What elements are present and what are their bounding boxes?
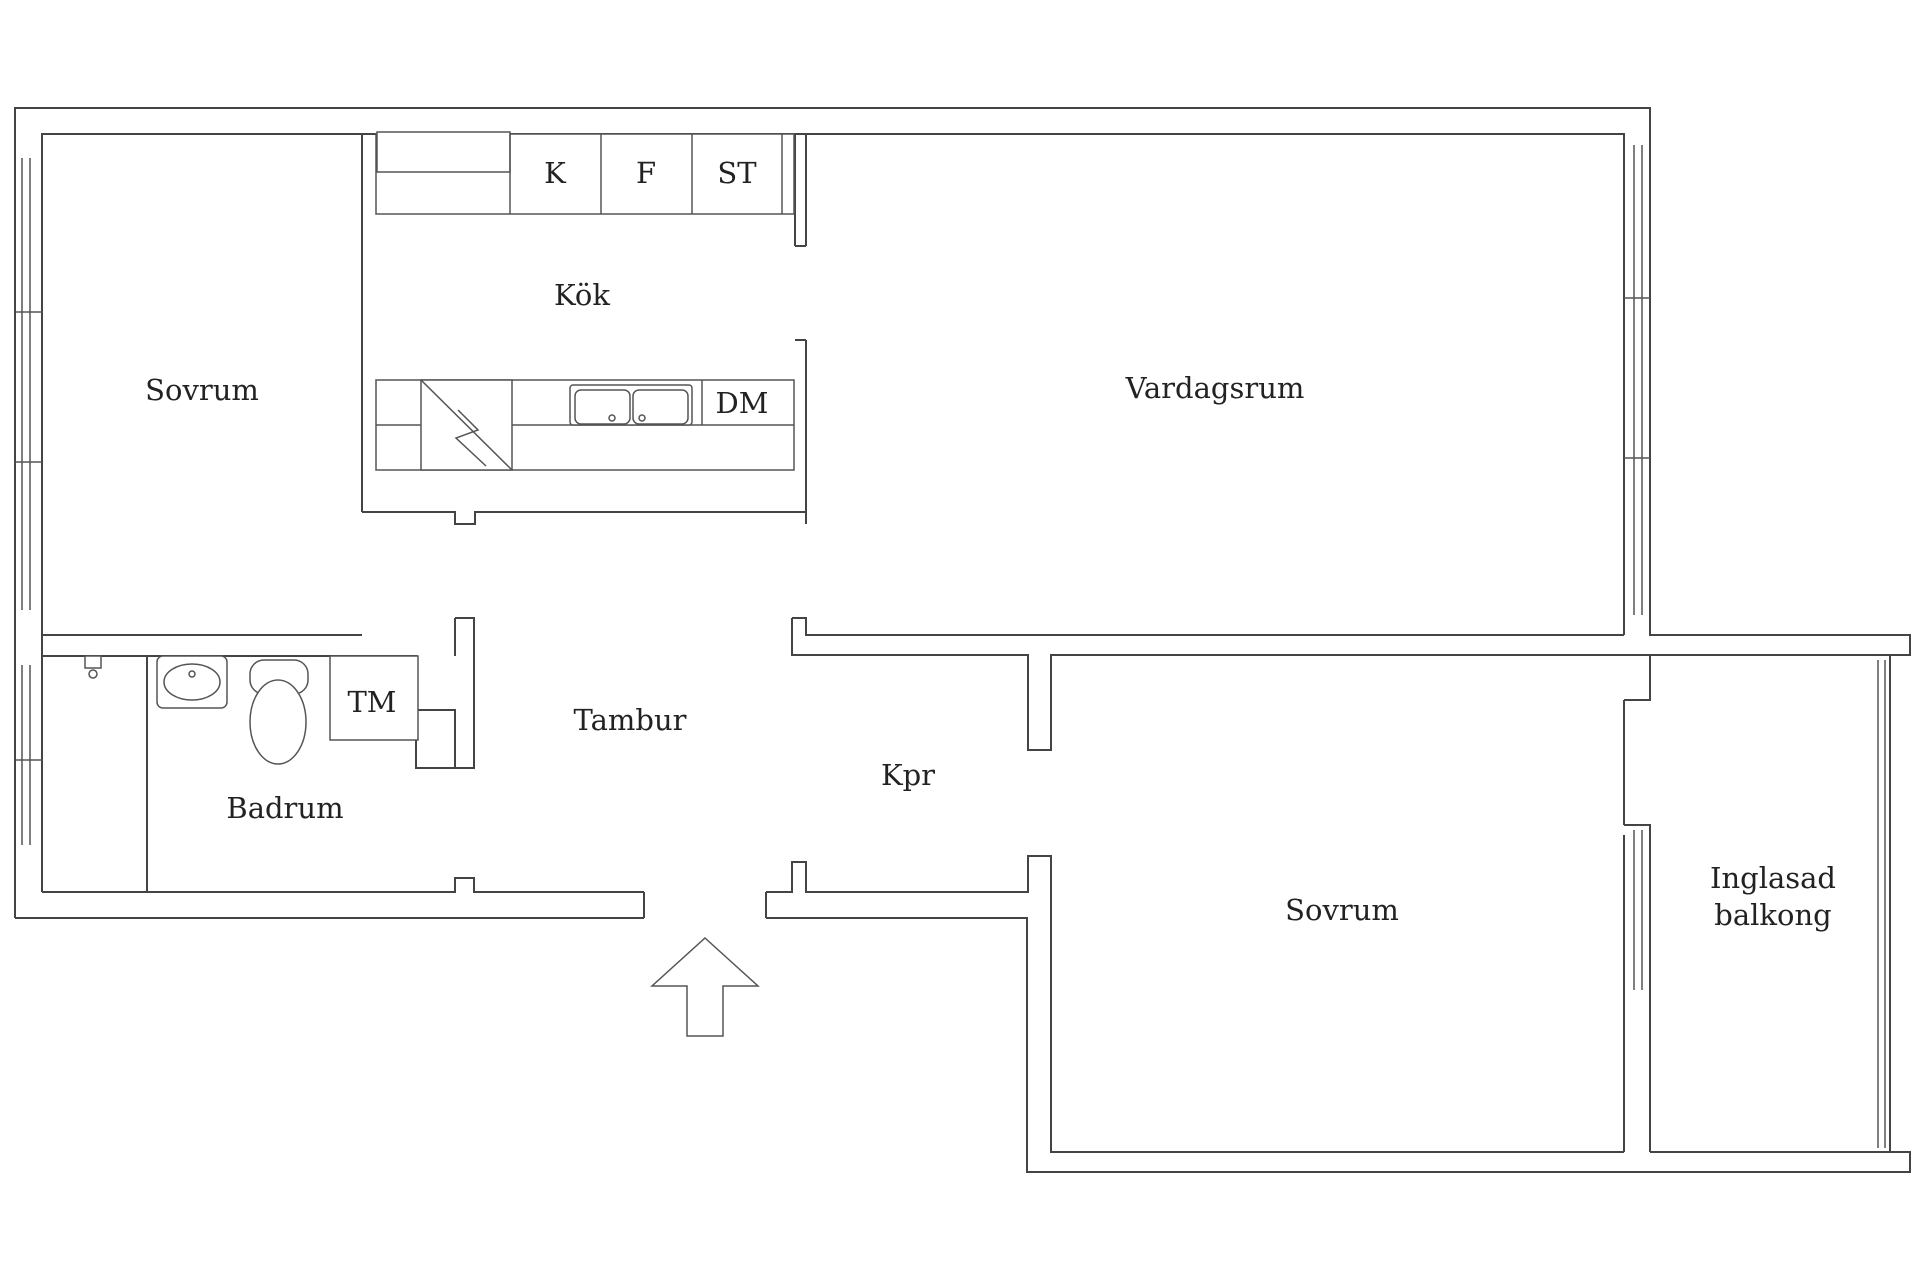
arrow-up-icon bbox=[650, 936, 760, 1037]
appliance-label-tm: TM bbox=[347, 685, 396, 719]
bathroom-fixtures bbox=[84, 655, 419, 765]
room-label-balkong-line2: balkong bbox=[1714, 898, 1831, 932]
balcony-glazing bbox=[1877, 660, 1886, 1148]
room-label-badrum: Badrum bbox=[226, 791, 343, 825]
room-label-sovrum-right: Sovrum bbox=[1285, 893, 1399, 927]
right-windows bbox=[1624, 145, 1650, 990]
interior-walls bbox=[42, 617, 1890, 1153]
appliance-label-f: F bbox=[636, 156, 656, 190]
stove-icon bbox=[420, 379, 513, 471]
room-label-kpr: Kpr bbox=[881, 758, 935, 792]
room-label-tambur: Tambur bbox=[574, 703, 687, 737]
room-label-kok: Kök bbox=[554, 278, 610, 312]
appliance-label-k: K bbox=[544, 156, 567, 190]
outer-walls bbox=[14, 107, 1911, 1173]
room-label-vardagsrum: Vardagsrum bbox=[1125, 371, 1305, 405]
left-windows bbox=[15, 158, 42, 845]
appliance-label-dm: DM bbox=[716, 386, 769, 420]
room-label-sovrum-left: Sovrum bbox=[145, 373, 259, 407]
sink-icon bbox=[569, 384, 693, 426]
appliance-label-st: ST bbox=[717, 156, 757, 190]
sovrum-left-walls bbox=[42, 134, 807, 636]
room-label-balkong-line1: Inglasad bbox=[1710, 861, 1836, 895]
